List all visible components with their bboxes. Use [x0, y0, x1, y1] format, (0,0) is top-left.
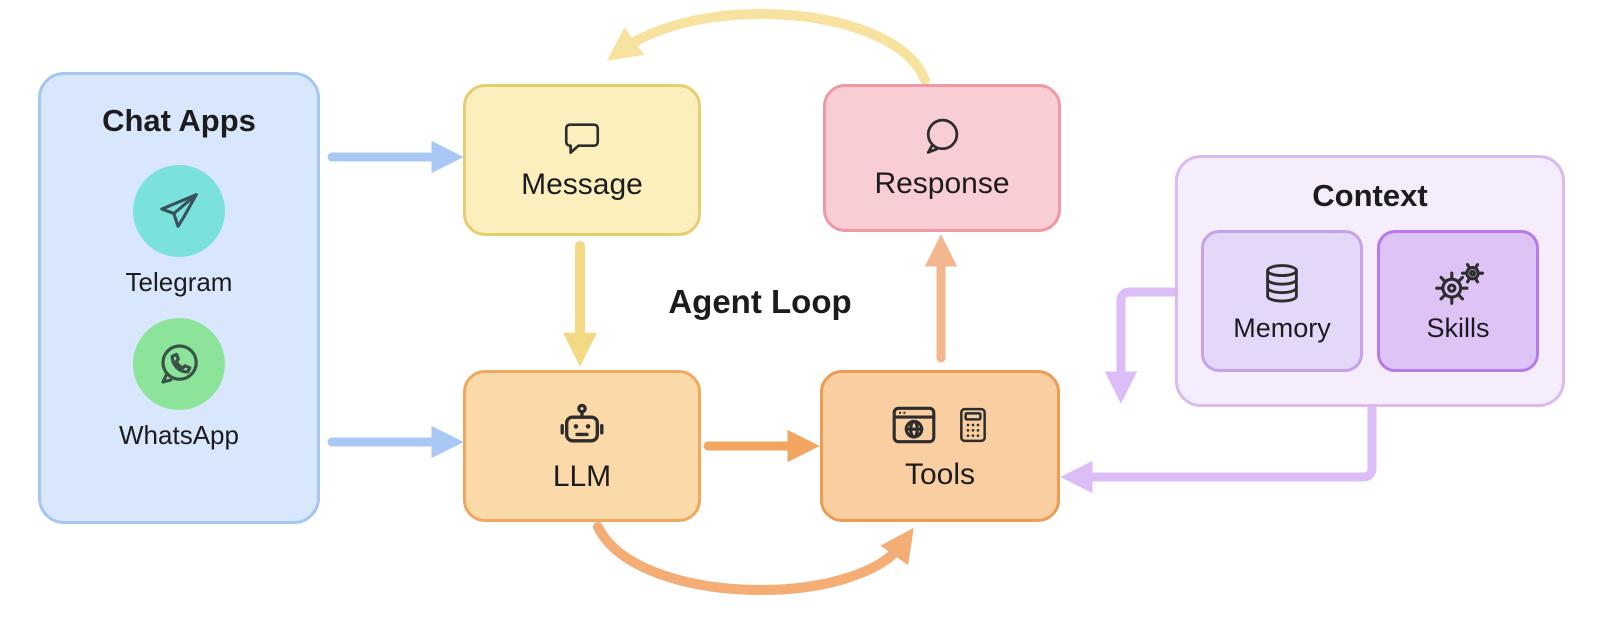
whatsapp-icon — [132, 318, 225, 410]
arrow-response-to-message-curve — [606, 8, 930, 85]
memory-node: Memory — [1201, 230, 1363, 372]
message-node: Message — [463, 84, 701, 236]
chat-apps-group: Chat Apps Telegram WhatsApp — [38, 72, 320, 524]
message-label: Message — [521, 168, 643, 201]
tools-label: Tools — [904, 458, 976, 491]
skills-label: Skills — [1426, 312, 1490, 343]
tools-icons — [887, 400, 993, 450]
browser-globe-icon — [892, 406, 936, 444]
arrow-llm-to-tools-curve — [593, 522, 914, 595]
response-node: Response — [823, 84, 1061, 232]
robot-icon — [560, 403, 604, 443]
context-group: Context Memory — [1175, 155, 1565, 407]
telegram-icon — [133, 165, 225, 257]
whatsapp-label: WhatsApp — [119, 420, 239, 450]
llm-node: LLM — [463, 370, 701, 522]
calculator-icon — [960, 407, 986, 443]
memory-label: Memory — [1233, 312, 1331, 343]
tools-node: Tools — [820, 370, 1060, 522]
telegram-item: Telegram — [125, 165, 233, 298]
arrow-context-to-tools-right — [1060, 402, 1377, 494]
database-icon — [1266, 263, 1298, 302]
speech-bubble-square-icon — [564, 123, 600, 154]
skills-node: Skills — [1377, 230, 1539, 372]
context-title: Context — [1312, 178, 1428, 213]
whatsapp-item: WhatsApp — [119, 318, 239, 451]
llm-label: LLM — [552, 460, 612, 493]
chat-apps-title: Chat Apps — [102, 103, 256, 138]
response-label: Response — [874, 167, 1010, 200]
gears-icon — [1435, 262, 1485, 305]
arrow-context-to-tools-top — [1104, 287, 1182, 404]
telegram-label: Telegram — [125, 267, 233, 297]
speech-bubble-round-icon — [926, 118, 959, 154]
context-row: Memory — [1201, 230, 1539, 372]
agent-loop-title: Agent Loop — [668, 283, 852, 320]
